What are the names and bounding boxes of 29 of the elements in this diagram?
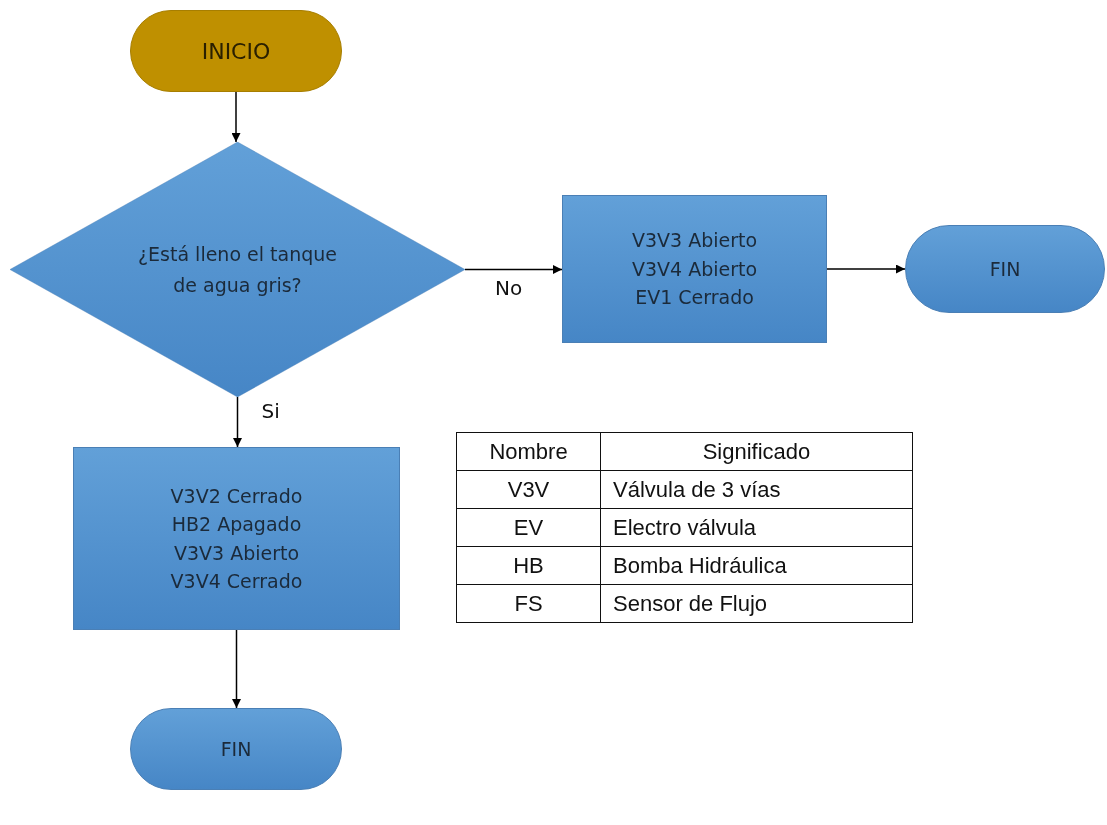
arrow <box>231 91 241 143</box>
arrow <box>464 265 563 274</box>
process-box <box>73 447 400 630</box>
table-header-cell: Nombre <box>456 432 601 471</box>
arrow <box>232 629 241 709</box>
node-text: V3V3 Abierto <box>631 228 758 254</box>
node-text: INICIO <box>201 37 271 66</box>
table-cell: Válvula de 3 vías <box>600 470 913 509</box>
table-cell: V3V <box>456 470 601 509</box>
node-text: V3V4 Cerrado <box>170 569 303 594</box>
table-cell: FS <box>456 584 601 623</box>
process-box <box>562 195 827 343</box>
arrow <box>826 264 906 274</box>
node-text: V3V3 Abierto <box>173 540 300 566</box>
node-text: ¿Está lleno el tanque de agua gris? <box>137 242 338 298</box>
node-text: V3V4 Abierto <box>631 256 758 282</box>
table-cell: Sensor de Flujo <box>600 584 913 623</box>
table-cell: Electro válvula <box>600 508 913 547</box>
node-text: FIN <box>220 736 252 762</box>
table-cell: EV <box>456 508 601 547</box>
node-text: V3V2 Cerrado <box>170 483 303 509</box>
arrow <box>233 396 242 448</box>
node-text: EV1 Cerrado <box>635 285 754 311</box>
node-text: HB2 Apagado <box>171 512 302 537</box>
decision-diamond <box>10 142 465 397</box>
node-text: FIN <box>989 256 1021 282</box>
table-cell: HB <box>456 546 601 585</box>
table-header-cell: Significado <box>600 432 913 471</box>
table-cell: Bomba Hidráulica <box>600 546 913 585</box>
